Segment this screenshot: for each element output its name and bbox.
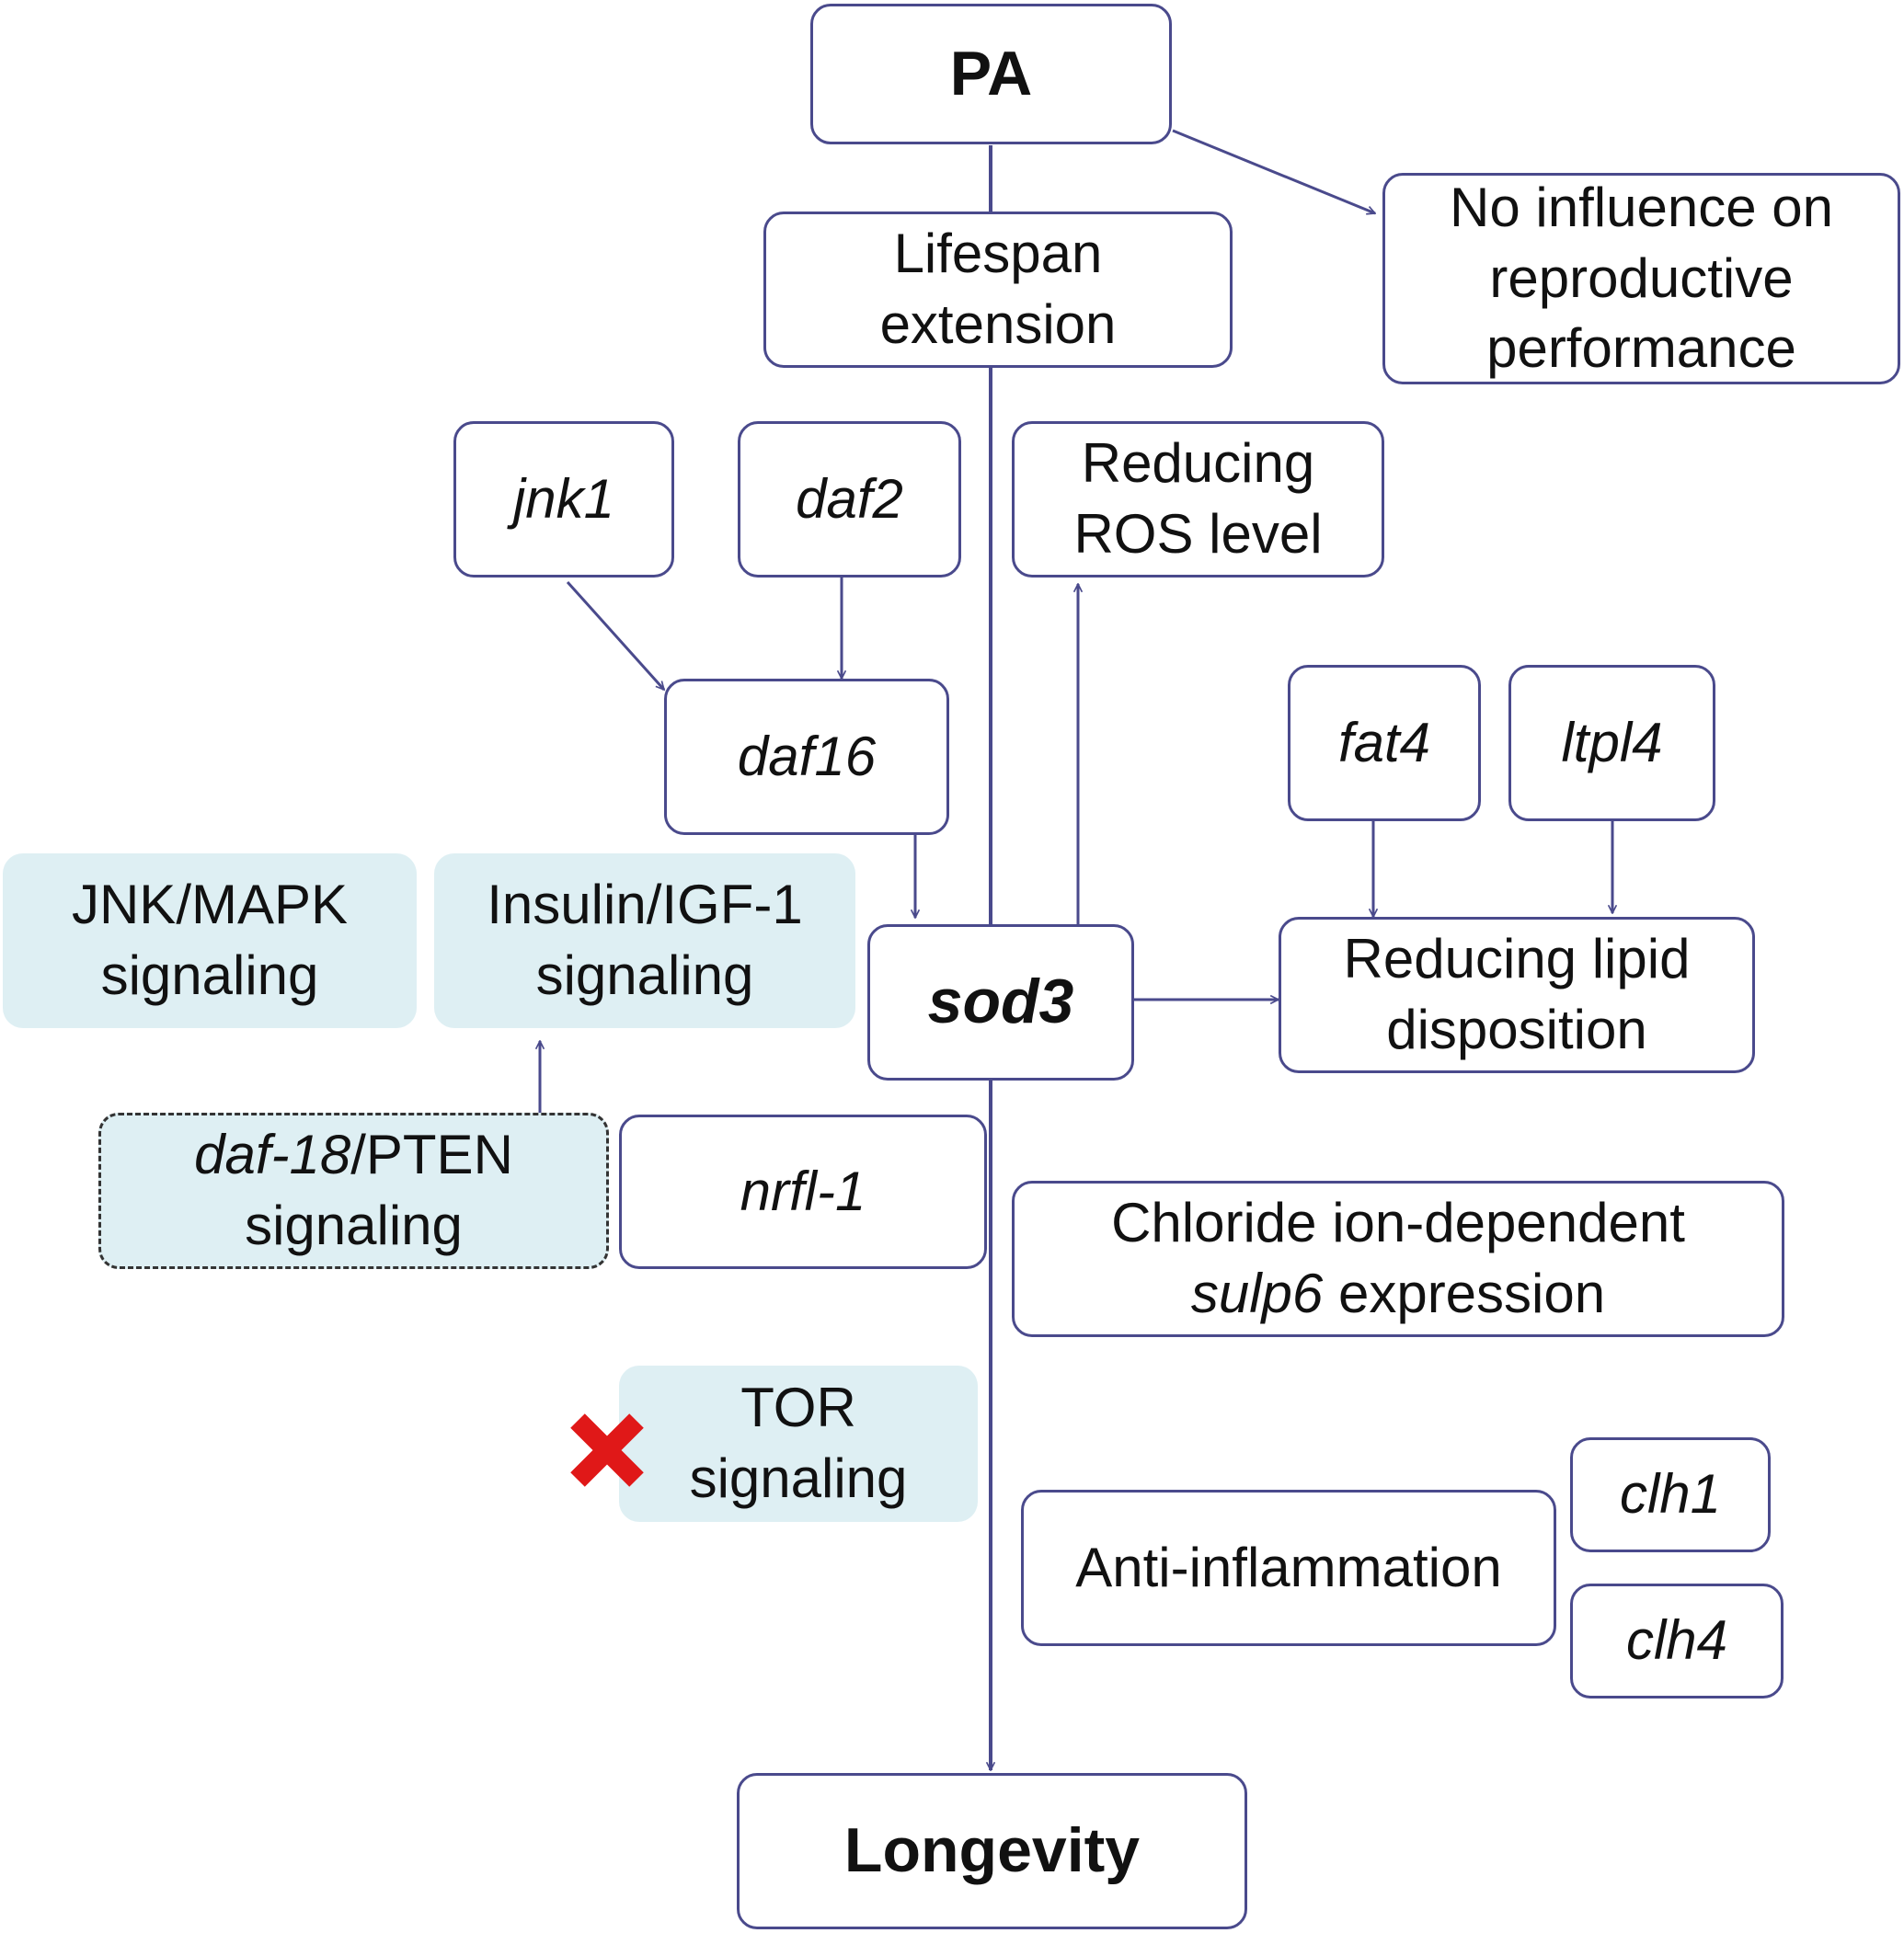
node-insulin-igf1-signaling: Insulin/IGF-1 signaling	[434, 853, 855, 1028]
node-chloride-suffix: expression	[1323, 1263, 1606, 1324]
node-nrfl1-label: nrfl-1	[740, 1160, 866, 1222]
node-chloride-gene: sulp6	[1190, 1263, 1324, 1324]
node-nrfl1: nrfl-1	[619, 1115, 987, 1269]
node-reproductive-line1: No influence on	[1450, 176, 1833, 238]
node-insulin-line2: signaling	[535, 944, 754, 1006]
node-tor-signaling: TOR signaling	[619, 1366, 978, 1522]
node-insulin-line1: Insulin/IGF-1	[487, 874, 803, 936]
node-longevity: Longevity	[737, 1773, 1247, 1929]
node-clh1-label: clh1	[1619, 1463, 1722, 1526]
node-reproductive-line2: reproductive	[1489, 246, 1794, 309]
node-chloride-line1: Chloride ion-dependent	[1111, 1192, 1685, 1254]
node-lipid-line2: disposition	[1386, 999, 1647, 1060]
node-jnk1-label: jnk1	[512, 467, 615, 530]
node-jnk-mapk-line2: signaling	[100, 944, 319, 1006]
node-pa-label: PA	[949, 38, 1033, 109]
node-clh1: clh1	[1570, 1437, 1771, 1552]
node-chloride-sulp6: Chloride ion-dependent sulp6 expression	[1012, 1181, 1784, 1337]
node-reproductive-performance: No influence on reproductive performance	[1382, 173, 1900, 384]
node-pa: PA	[810, 4, 1172, 144]
node-daf18-line2: signaling	[245, 1195, 463, 1256]
node-tor-line1: TOR	[740, 1377, 856, 1439]
inhibition-x-icon	[570, 1413, 644, 1487]
node-ros-line2: ROS level	[1073, 503, 1323, 565]
node-lifespan-line1: Lifespan	[893, 223, 1103, 285]
node-lipid-line1: Reducing lipid	[1343, 928, 1691, 990]
node-lifespan-extension: Lifespan extension	[763, 212, 1233, 368]
node-ros-line1: Reducing	[1081, 432, 1315, 495]
node-ltpl4-label: ltpl4	[1561, 711, 1663, 773]
node-fat4-label: fat4	[1337, 711, 1431, 773]
node-daf18-suffix: /PTEN	[350, 1124, 513, 1186]
node-fat4: fat4	[1288, 665, 1481, 821]
node-daf18-line1: daf-18/PTEN	[194, 1120, 513, 1191]
node-reproductive-line3: performance	[1486, 317, 1796, 380]
node-daf16-label: daf16	[737, 725, 877, 787]
node-daf2: daf2	[738, 421, 961, 578]
node-chloride-line2: sulp6 expression	[1191, 1259, 1605, 1330]
edge-jnk1-to-daf16	[566, 580, 664, 690]
node-tor-line2: signaling	[689, 1447, 908, 1509]
node-anti-inflammation: Anti-inflammation	[1021, 1490, 1556, 1646]
node-anti-inflammation-label: Anti-inflammation	[1075, 1536, 1502, 1598]
node-clh4-label: clh4	[1625, 1609, 1728, 1672]
node-longevity-label: Longevity	[843, 1815, 1141, 1886]
node-sod3: sod3	[867, 924, 1134, 1081]
node-jnk-mapk-line1: JNK/MAPK	[71, 874, 349, 936]
node-daf18-gene: daf-18	[194, 1124, 351, 1186]
node-reducing-ros: Reducing ROS level	[1012, 421, 1384, 578]
node-daf16: daf16	[664, 679, 949, 835]
node-ltpl4: ltpl4	[1508, 665, 1715, 821]
node-clh4: clh4	[1570, 1584, 1784, 1699]
node-daf2-label: daf2	[796, 467, 903, 530]
node-reducing-lipid: Reducing lipid disposition	[1279, 917, 1755, 1073]
edge-pa-to-reproductive	[1172, 129, 1375, 213]
node-daf18-pten-signaling: daf-18/PTEN signaling	[98, 1113, 609, 1269]
node-jnk1: jnk1	[453, 421, 674, 578]
node-lifespan-line2: extension	[879, 293, 1117, 355]
node-sod3-label: sod3	[927, 966, 1074, 1037]
node-jnk-mapk-signaling: JNK/MAPK signaling	[3, 853, 417, 1028]
